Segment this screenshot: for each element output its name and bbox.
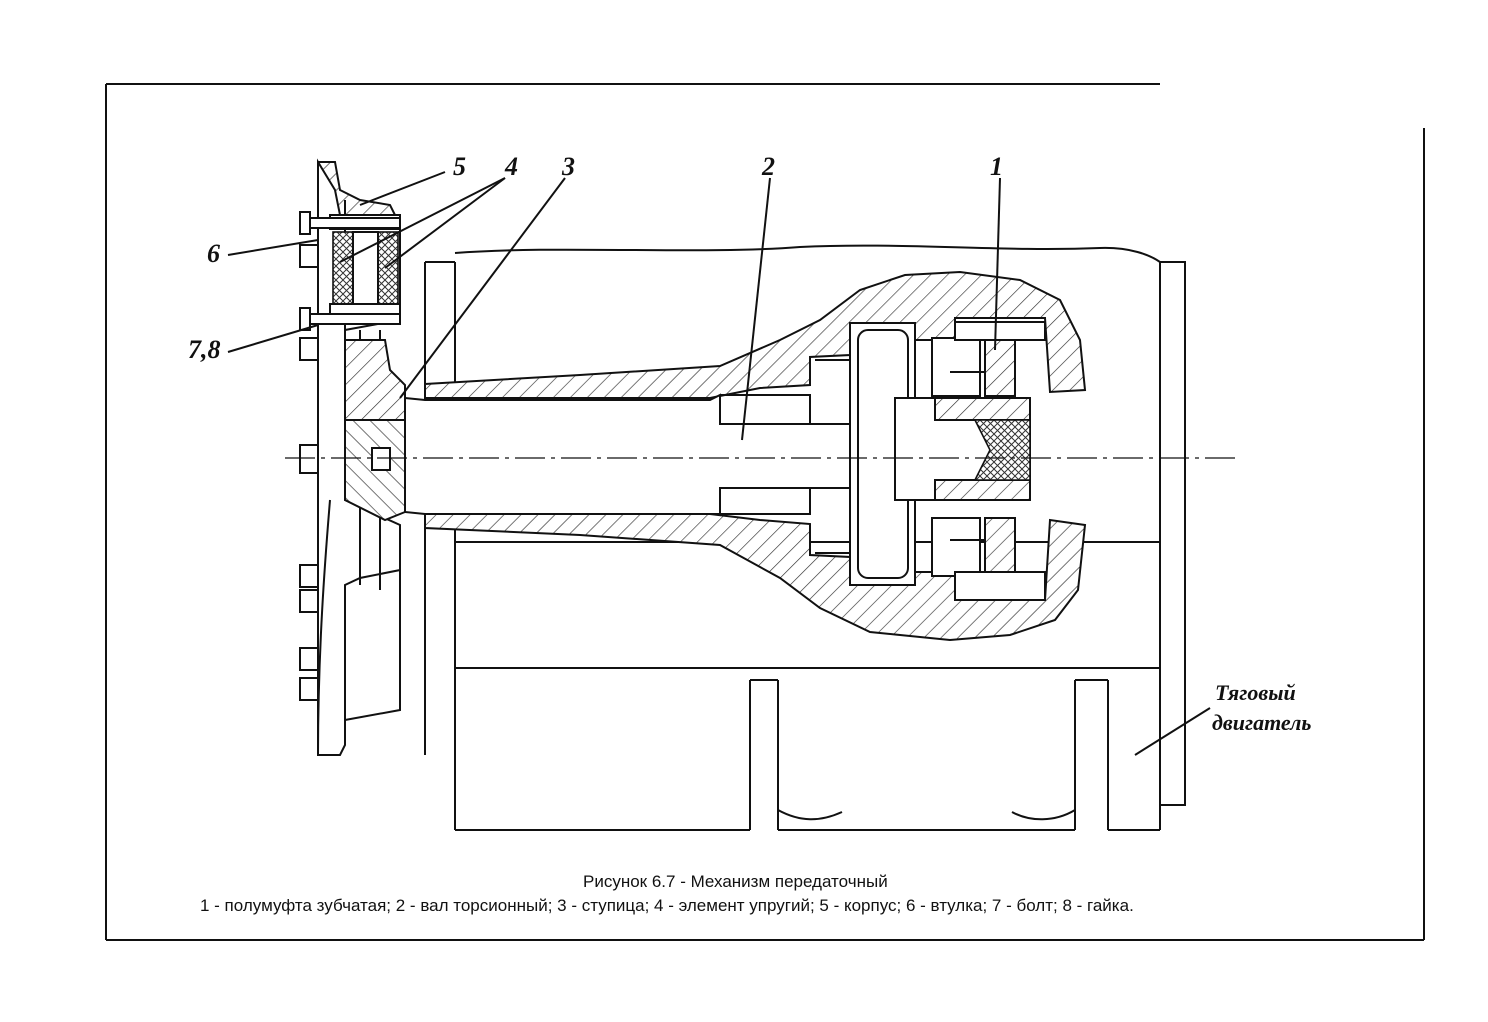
shaft-housing-section: [424, 270, 1087, 642]
callout-4: 4: [504, 152, 518, 181]
page-frame: [105, 83, 1425, 941]
torsion-shaft: [404, 393, 901, 515]
callout-2: 2: [761, 152, 775, 181]
traction-motor-label-line2: двигатель: [1212, 710, 1311, 735]
callout-7-8: 7,8: [188, 335, 221, 364]
traction-motor-label-line1: Тяговый: [1215, 680, 1296, 705]
callout-6: 6: [207, 239, 220, 268]
leader-lines: [227, 171, 1211, 756]
callout-3: 3: [561, 152, 575, 181]
callout-1: 1: [990, 152, 1003, 181]
bolts-and-nuts: [299, 211, 401, 701]
figure-caption-title: Рисунок 6.7 - Механизм передаточный: [583, 872, 888, 891]
callout-5: 5: [453, 152, 466, 181]
figure-caption-legend: 1 - полумуфта зубчатая; 2 - вал торсионн…: [200, 896, 1134, 915]
hub: [344, 339, 406, 522]
gear-coupling-half: [815, 321, 1046, 601]
